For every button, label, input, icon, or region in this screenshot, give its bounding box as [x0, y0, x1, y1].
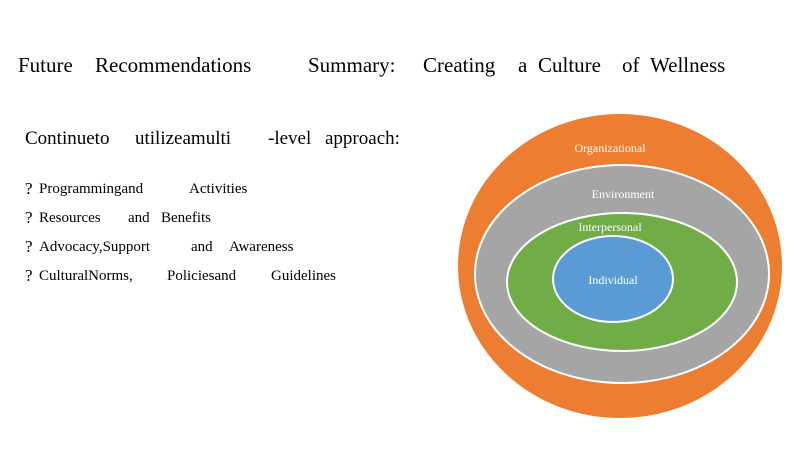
bullet-word: Policiesand	[167, 268, 237, 284]
title-word: Creating	[423, 53, 496, 77]
title-word: Wellness	[650, 53, 726, 77]
bullet-word: CulturalNorms,	[39, 268, 133, 284]
subtitle-word: approach:	[325, 128, 400, 149]
bullet-word: Activities	[189, 181, 248, 197]
bullet-word: Resources	[39, 210, 101, 226]
recommendation-list: ? Programmingand Activities ? Resources …	[25, 176, 385, 292]
title-word: Recommendations	[95, 53, 252, 77]
ring-label-individual: Individual	[588, 273, 638, 287]
title-word: Future	[18, 53, 73, 77]
bullet-word: and	[191, 239, 213, 255]
bullet-word: Advocacy,Support	[39, 239, 151, 255]
title-word: Culture	[538, 53, 601, 77]
wellness-levels-diagram: Organizational Environment Interpersonal…	[455, 111, 785, 421]
ring-label-environment: Environment	[592, 187, 655, 201]
title-word: Summary:	[308, 53, 396, 77]
list-item: ? Programmingand Activities	[25, 176, 385, 205]
ring-label-organizational: Organizational	[574, 141, 646, 155]
bullet-glyph: ?	[25, 266, 33, 285]
bullet-word: Programmingand	[39, 181, 144, 197]
approach-heading: Continueto utilizeamulti -level approach…	[25, 125, 405, 155]
subtitle-word: Continueto	[25, 128, 110, 149]
list-item: ? Resources and Benefits	[25, 205, 385, 234]
title-word: of	[622, 53, 640, 77]
list-item: ? CulturalNorms, Policiesand Guidelines	[25, 263, 385, 292]
bullet-word: Benefits	[161, 210, 211, 226]
list-item: ? Advocacy,Support and Awareness	[25, 234, 385, 263]
nested-ellipses: Organizational Environment Interpersonal…	[456, 112, 784, 420]
bullet-word: Guidelines	[271, 268, 336, 284]
bullet-glyph: ?	[25, 237, 33, 256]
subtitle-word: utilizeamulti	[135, 128, 232, 149]
ring-individual	[552, 235, 674, 323]
bullet-glyph: ?	[25, 208, 33, 227]
slide-title: Future Recommendations Summary: Creating…	[18, 50, 778, 80]
bullet-glyph: ?	[25, 179, 33, 198]
title-word: a	[518, 53, 528, 77]
bullet-word: and	[128, 210, 150, 226]
subtitle-word: -level	[268, 128, 312, 149]
ring-label-interpersonal: Interpersonal	[578, 220, 642, 234]
bullet-word: Awareness	[229, 239, 294, 255]
